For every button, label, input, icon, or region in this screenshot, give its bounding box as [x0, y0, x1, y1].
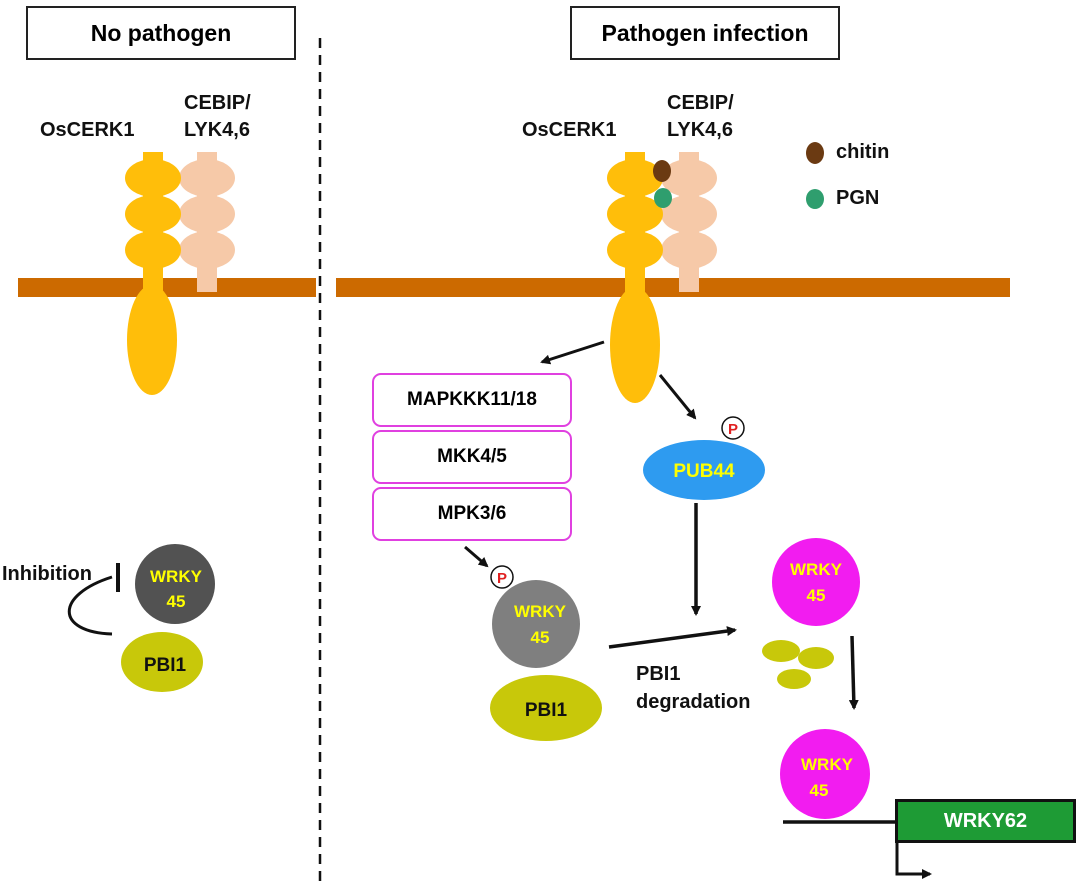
- cebip-receptor-left: [179, 152, 235, 292]
- oscerk1-receptor-right: [607, 152, 663, 403]
- wrky45-left: [135, 544, 215, 624]
- phospho-pub44-icon: [721, 416, 745, 440]
- inhibition-loop: [68, 575, 113, 636]
- cebip-label-left-1: CEBIP/: [184, 92, 251, 114]
- wrky45-bound-label-2: 45: [810, 781, 829, 800]
- wrky45-free-label-2: 45: [807, 586, 826, 605]
- cebip-label-left-2: LYK4,6: [184, 119, 250, 141]
- pgn-legend-icon: [806, 189, 824, 209]
- pgn-molecule: [654, 188, 672, 208]
- oscerk1-receptor-left: [125, 152, 181, 395]
- membrane-right: [336, 278, 1010, 297]
- arrow-to-degradation: [608, 626, 737, 649]
- pub44: [643, 440, 765, 500]
- degradation-label-2: degradation: [636, 691, 751, 713]
- no-pathogen-title: No pathogen: [26, 6, 296, 60]
- pbi1-left-label: PBI1: [144, 655, 187, 676]
- phospho-wrky-icon: [490, 565, 514, 589]
- membrane-left: [18, 278, 316, 297]
- pbi1-left: [121, 632, 203, 692]
- pbi1-right: [490, 675, 602, 741]
- arrow-wrky-down: [848, 635, 859, 710]
- inhibition-label: Inhibition: [2, 563, 92, 585]
- pgn-legend-label: PGN: [836, 187, 880, 209]
- kinase-box-mkk: MKK4/5: [372, 430, 572, 484]
- wrky45-left-label-2: 45: [167, 592, 186, 611]
- wrky45-free-label-1: WRKY: [790, 560, 843, 579]
- phospho-pub44-label: P: [728, 421, 738, 438]
- kinase-box-mapkkk: MAPKKK11/18: [372, 373, 572, 427]
- wrky45-phospho-label-1: WRKY: [514, 602, 567, 621]
- wrky45-phospho-label-2: 45: [531, 628, 550, 647]
- oscerk1-label-left: OsCERK1: [40, 119, 135, 141]
- transcription-arrow: [895, 843, 932, 879]
- chitin-legend-label: chitin: [836, 141, 890, 163]
- cebip-label-right-2: LYK4,6: [667, 119, 733, 141]
- arrow-to-mapkkk: [540, 340, 605, 365]
- kinase-box-mpk: MPK3/6: [372, 487, 572, 541]
- arrow-to-pub44: [658, 374, 697, 420]
- wrky45-left-label-1: WRKY: [150, 567, 203, 586]
- wrky45-phospho: [492, 580, 580, 668]
- phospho-wrky-label: P: [497, 570, 507, 587]
- cebip-receptor-right: [661, 152, 717, 292]
- chitin-legend-icon: [806, 142, 824, 164]
- wrky45-bound: [780, 729, 870, 819]
- pub44-label: PUB44: [673, 461, 735, 482]
- oscerk1-label-right: OsCERK1: [522, 119, 617, 141]
- cebip-label-right-1: CEBIP/: [667, 92, 734, 114]
- pbi1-right-label: PBI1: [525, 700, 568, 721]
- wrky62-gene-box: WRKY62: [895, 799, 1076, 843]
- pathogen-infection-title: Pathogen infection: [570, 6, 840, 60]
- wrky45-free: [772, 538, 860, 626]
- arrow-mpk-to-wrky: [464, 545, 489, 568]
- wrky45-bound-label-1: WRKY: [801, 755, 854, 774]
- chitin-molecule: [653, 160, 671, 182]
- pbi1-fragments: [762, 640, 834, 689]
- degradation-label-1: PBI1: [636, 663, 681, 685]
